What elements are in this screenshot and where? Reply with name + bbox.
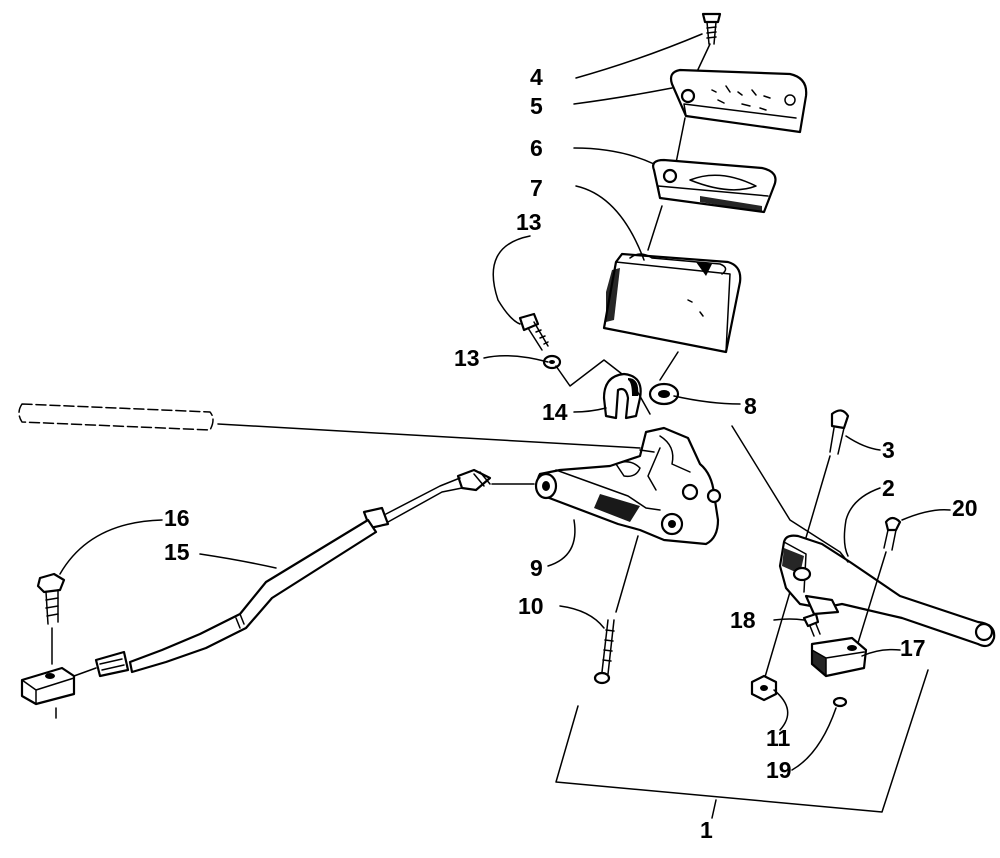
part-16-bolt [36, 572, 66, 665]
axis-line-5-6 [674, 117, 686, 169]
part-11-nut [750, 674, 778, 702]
part-13-screw [518, 312, 549, 351]
callout-labels: 4 5 6 7 13 13 14 8 3 2 20 16 15 9 10 18 … [164, 64, 978, 843]
part-13-washer [542, 354, 562, 370]
part-15-brake-hose [73, 468, 535, 678]
axis-line-13 [555, 359, 623, 387]
part-20-pin [853, 516, 902, 657]
label-10: 10 [518, 593, 544, 619]
handlebar-tube [18, 403, 641, 449]
label-4: 4 [530, 64, 543, 90]
label-13b: 13 [454, 345, 480, 371]
part-17-block [810, 636, 868, 678]
axis-line-2 [731, 425, 849, 563]
label-2: 2 [882, 475, 895, 501]
label-17: 17 [900, 635, 926, 661]
label-13a: 13 [516, 209, 542, 235]
label-1: 1 [700, 817, 713, 843]
part-2-lever [778, 534, 996, 648]
leader-lines [59, 33, 951, 819]
part-5-reservoir-cover [669, 68, 808, 134]
label-7: 7 [530, 175, 543, 201]
label-8: 8 [744, 393, 757, 419]
part-8-washer [648, 382, 680, 406]
label-14: 14 [542, 399, 568, 425]
label-19: 19 [766, 757, 792, 783]
label-3: 3 [882, 437, 895, 463]
part-18-set-screw [802, 612, 821, 637]
label-16: 16 [164, 505, 190, 531]
part-9-master-cylinder [534, 426, 722, 546]
part-14-clamp [602, 372, 651, 420]
label-6: 6 [530, 135, 543, 161]
part-banjo-fitting [20, 666, 76, 719]
part-19-washer [832, 696, 848, 708]
label-18: 18 [730, 607, 756, 633]
label-20: 20 [952, 495, 978, 521]
part-10-screw [593, 535, 639, 685]
assembly-bracket [555, 669, 929, 813]
part-7-reservoir [602, 252, 742, 354]
part-6-gasket [652, 158, 777, 214]
label-11: 11 [766, 725, 791, 751]
axis-line-7-8 [659, 351, 679, 381]
label-15: 15 [164, 539, 190, 565]
axis-line-6-7 [647, 205, 663, 251]
label-9: 9 [530, 555, 543, 581]
label-5: 5 [530, 93, 543, 119]
